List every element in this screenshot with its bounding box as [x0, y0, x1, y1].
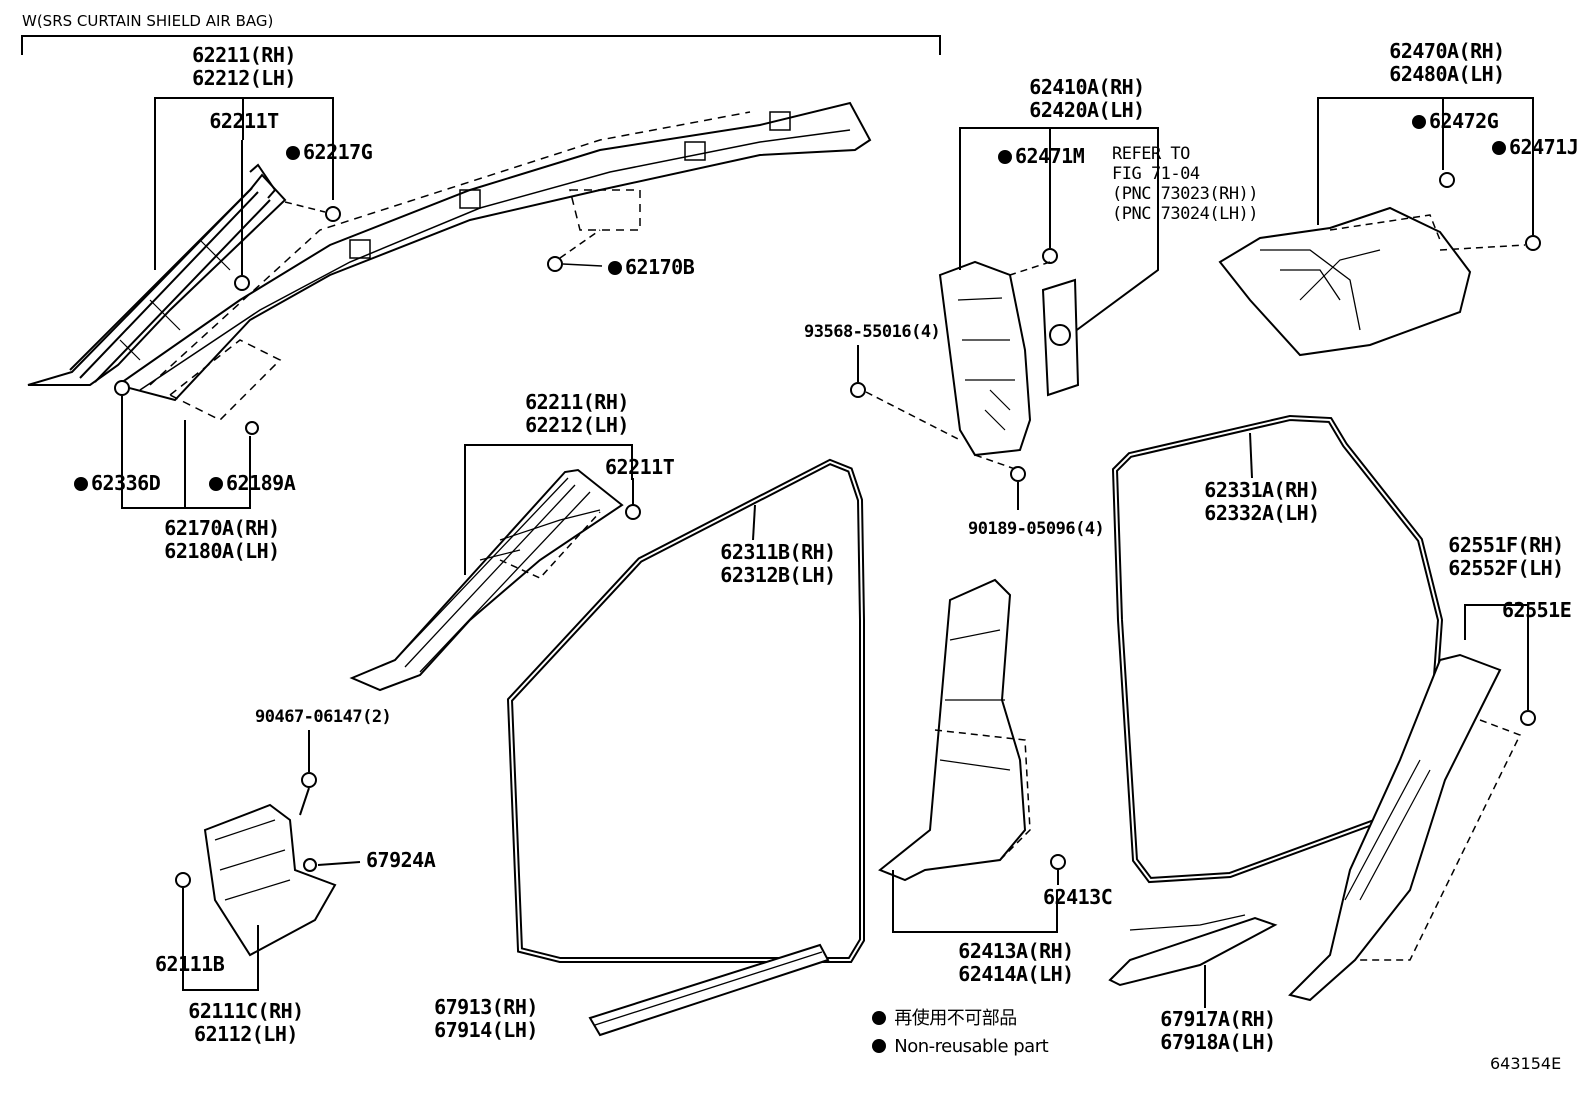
label-62413a: 62413A(RH)62414A(LH)	[958, 939, 1074, 986]
legend-en: Non-reusable part	[872, 1035, 1049, 1058]
bracket-62413a	[892, 870, 1058, 933]
clip-62471m	[1042, 248, 1058, 264]
non-reusable-dot	[608, 261, 622, 275]
figure-id: 643154E	[1490, 1054, 1562, 1073]
clip-62211t	[234, 275, 250, 291]
label-62211t-top: 62211T	[209, 109, 279, 133]
screw-93568	[850, 382, 866, 398]
bracket-62551f	[1464, 604, 1529, 710]
label-62472g: 62472G	[1412, 110, 1499, 133]
quarter-trim-lower	[1288, 653, 1522, 1002]
label-93568: 93568-55016(4)	[804, 322, 941, 342]
bracket-62111c	[182, 888, 259, 991]
label-62211-mid: 62211(RH)62212(LH)	[525, 390, 629, 437]
non-reusable-dot	[872, 1039, 886, 1053]
label-62331a: 62331A(RH)62332A(LH)	[1204, 478, 1320, 525]
variant-note: W(SRS CURTAIN SHIELD AIR BAG)	[22, 12, 274, 30]
label-62217g: 62217G	[286, 141, 373, 164]
label-62211t-mid: 62211T	[605, 455, 675, 479]
non-reusable-dot	[209, 477, 223, 491]
label-62471j: 62471J	[1492, 136, 1579, 159]
rear-scuff-plate	[1108, 914, 1278, 987]
a-pillar-garnish-lower	[349, 468, 624, 692]
a-pillar-garnish-upper	[27, 163, 287, 386]
clip-62551e	[1520, 710, 1536, 726]
bracket-62470a	[1317, 97, 1534, 235]
legend-jp: 再使用不可部品	[872, 1007, 1017, 1030]
center-pillar-garnish-upper	[938, 260, 1032, 457]
front-door-weatherstrip	[506, 458, 865, 963]
label-62211-top: 62211(RH)62212(LH)	[192, 43, 296, 90]
curtain-shield-airbag	[115, 101, 872, 421]
label-62189a: 62189A	[209, 472, 296, 495]
clip-62336d	[114, 380, 130, 396]
clip-90189	[1010, 466, 1026, 482]
clip-62471j	[1525, 235, 1541, 251]
label-62410a: 62410A(RH)62420A(LH)	[1029, 75, 1145, 122]
label-90189: 90189-05096(4)	[968, 519, 1105, 539]
non-reusable-dot	[1412, 115, 1426, 129]
label-90467: 90467-06147(2)	[255, 707, 392, 727]
label-62311b: 62311B(RH)62312B(LH)	[720, 540, 836, 587]
non-reusable-dot	[1492, 141, 1506, 155]
clip-62211t-mid	[625, 504, 641, 520]
seat-belt-anchor-cover	[1041, 278, 1080, 397]
clip-62189a	[245, 421, 259, 435]
clip-62170b	[547, 256, 563, 272]
front-scuff-plate	[588, 943, 830, 1037]
non-reusable-dot	[74, 477, 88, 491]
non-reusable-dot	[872, 1011, 886, 1025]
label-62170b: 62170B	[608, 256, 695, 279]
label-62551e: 62551E	[1502, 598, 1572, 622]
bracket-62211-mid	[464, 444, 633, 575]
quarter-trim-upper	[1218, 206, 1472, 357]
label-62551f: 62551F(RH)62552F(LH)	[1448, 533, 1564, 580]
clip-62111b	[175, 872, 191, 888]
label-67917a: 67917A(RH)67918A(LH)	[1160, 1007, 1276, 1054]
label-62170a: 62170A(RH)62180A(LH)	[164, 516, 280, 563]
label-62471m: 62471M	[998, 145, 1085, 168]
label-62111b: 62111B	[155, 952, 225, 976]
label-62413c: 62413C	[1043, 885, 1113, 909]
label-62111c: 62111C(RH)62112(LH)	[188, 999, 304, 1046]
bracket-62410a	[959, 127, 1159, 336]
clip-67924a	[303, 858, 317, 872]
label-62336d: 62336D	[74, 472, 161, 495]
label-67913: 67913(RH)67914(LH)	[434, 995, 538, 1042]
clip-62217g	[325, 206, 341, 222]
cowl-side-trim	[203, 803, 337, 957]
clip-62472g	[1439, 172, 1455, 188]
non-reusable-dot	[286, 146, 300, 160]
label-62470a: 62470A(RH)62480A(LH)	[1389, 39, 1505, 86]
center-pillar-garnish-lower	[878, 578, 1031, 882]
non-reusable-dot	[998, 150, 1012, 164]
variant-bracket	[21, 35, 941, 55]
label-67924a: 67924A	[366, 848, 436, 872]
clip-90467	[301, 772, 317, 788]
clip-62413c	[1050, 854, 1066, 870]
